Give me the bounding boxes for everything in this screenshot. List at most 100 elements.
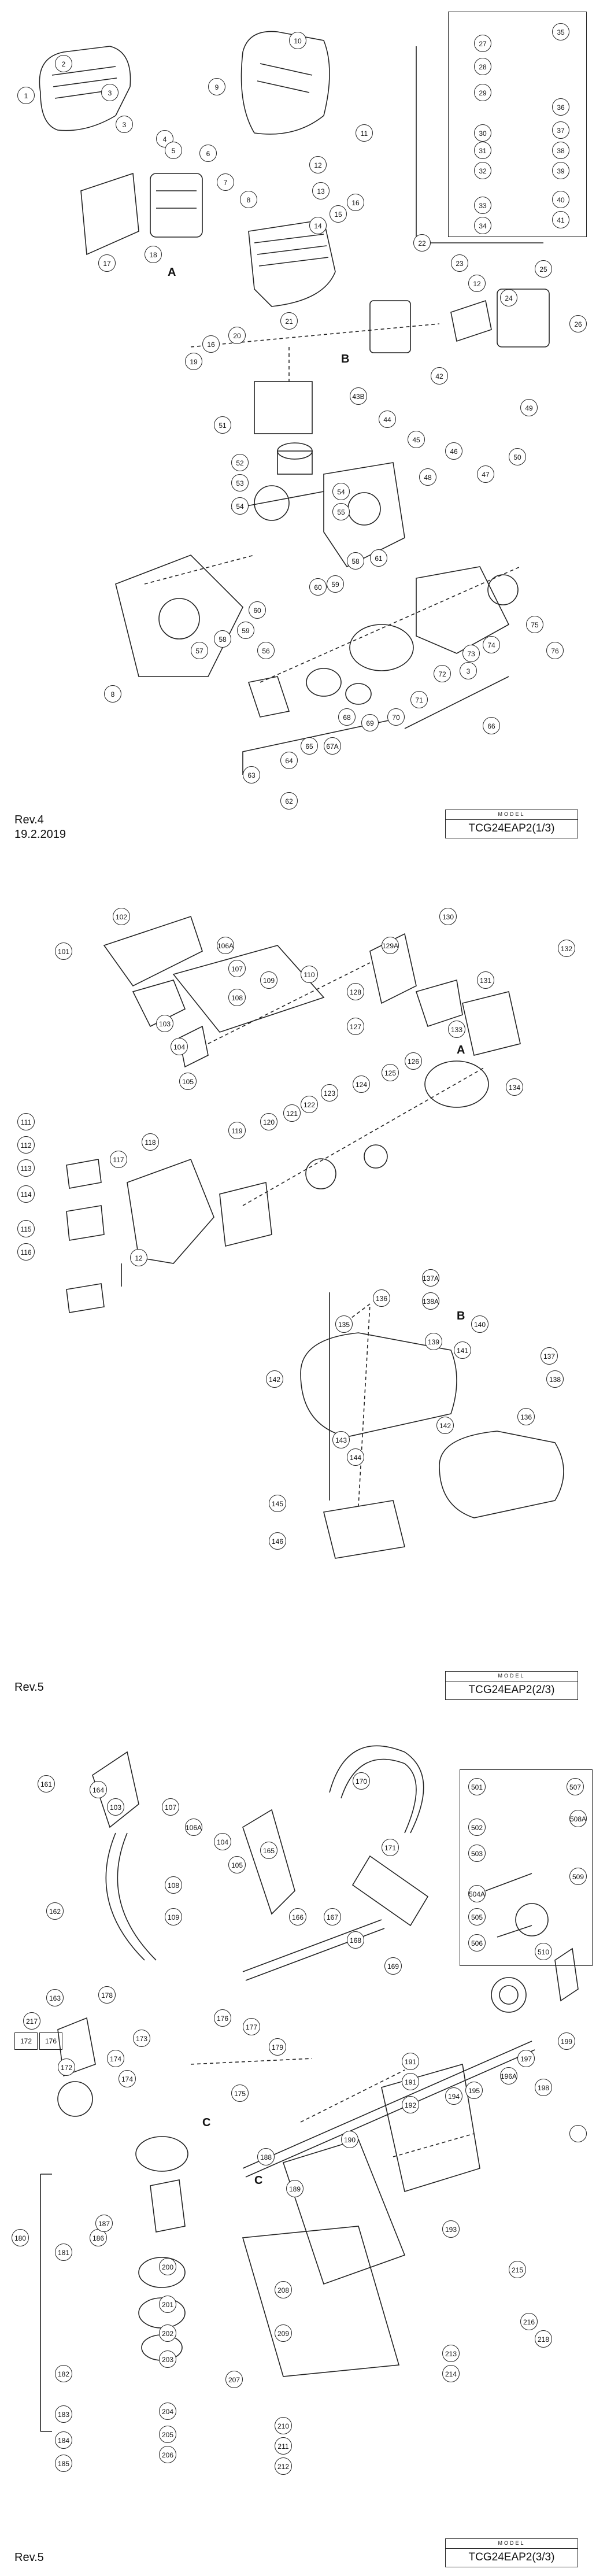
part-callout: 199 [558, 2032, 575, 2050]
part-callout: 63 [243, 766, 260, 783]
part-callout: 8 [240, 191, 257, 208]
part-callout: 108 [228, 989, 246, 1006]
part-callout: 198 [535, 2079, 552, 2096]
part-callout: 138A [422, 1292, 439, 1310]
part-callout: 119 [228, 1122, 246, 1139]
part-callout: 136 [373, 1289, 390, 1307]
part-callout: 133 [448, 1021, 465, 1038]
part-callout: 208 [275, 2281, 292, 2298]
part-callout: 114 [17, 1185, 35, 1203]
part-callout: 33 [474, 197, 491, 214]
part-callout: 174 [119, 2070, 136, 2087]
accessory-callout: 510 [535, 1943, 552, 1960]
accessory-callout: 503 [468, 1845, 486, 1862]
part-callout: 62 [280, 792, 298, 810]
exploded-diagram-handle-and-head [40, 1745, 579, 2432]
part-callout: 20 [228, 327, 246, 344]
part-callout: 163 [46, 1989, 64, 2006]
part-callout: 210 [275, 2417, 292, 2434]
part-callout: 105 [228, 1856, 246, 1873]
part-callout: 171 [382, 1839, 399, 1856]
part-callout: 15 [330, 205, 347, 223]
part-callout: 17 [98, 254, 116, 272]
part-callout: 8 [104, 685, 121, 703]
part-callout: 218 [535, 2330, 552, 2348]
part-callout: 6 [199, 145, 217, 162]
part-callout: 23 [451, 254, 468, 272]
part-callout: 192 [402, 2096, 419, 2113]
model-label: MODEL [498, 2540, 525, 2546]
accessory-callout: 505 [468, 1908, 486, 1925]
part-callout: 121 [283, 1104, 301, 1122]
part-callout: 170 [353, 1772, 370, 1790]
part-callout: 207 [225, 2371, 243, 2388]
accessory-callout: 501 [468, 1778, 486, 1795]
part-callout: 60 [249, 601, 266, 619]
reference-letter-b: B [341, 353, 350, 365]
reference-letter-a: A [168, 266, 176, 279]
part-callout: 127 [347, 1018, 364, 1035]
part-callout: 64 [280, 752, 298, 769]
part-callout: 45 [408, 431, 425, 448]
part-callout: 187 [95, 2215, 113, 2232]
part-callout: 178 [98, 1986, 116, 2004]
part-callout: 3 [116, 116, 133, 133]
part-callout: 34 [474, 217, 491, 234]
part-callout: 14 [309, 217, 327, 234]
part-callout: 122 [301, 1096, 318, 1113]
part-callout: 216 [520, 2313, 538, 2330]
part-callout: 123 [321, 1084, 338, 1102]
part-callout: 115 [17, 1220, 35, 1237]
title-block-divider [446, 819, 578, 820]
part-callout: 161 [38, 1775, 55, 1793]
part-callout: 162 [46, 1902, 64, 1920]
part-callout: 124 [353, 1076, 370, 1093]
part-callout: 55 [332, 503, 350, 520]
part-callout: 43B [350, 387, 367, 405]
part-callout: 126 [405, 1052, 422, 1070]
part-callout: 102 [113, 908, 130, 925]
part-callout: 172 [58, 2058, 75, 2076]
part-callout: 135 [335, 1315, 353, 1333]
part-callout: 143 [332, 1431, 350, 1448]
model-title-block: MODEL TCG24EAP2(2/3) [445, 1671, 578, 1700]
part-callout: 113 [17, 1159, 35, 1177]
part-callout: 61 [370, 549, 387, 567]
part-callout: 195 [465, 2082, 483, 2099]
part-callout: 2 [55, 55, 72, 72]
part-callout: 212 [275, 2457, 292, 2475]
part-callout: 181 [55, 2244, 72, 2261]
part-callout: 46 [445, 442, 462, 460]
part-callout: 209 [275, 2324, 292, 2342]
accessory-callout: 504A [468, 1885, 486, 1902]
part-callout: 164 [90, 1781, 107, 1798]
part-callout: 59 [327, 575, 344, 593]
part-callout: 40 [552, 191, 569, 208]
part-callout: 66 [483, 717, 500, 734]
part-callout: 117 [110, 1151, 127, 1168]
model-title-block: MODEL TCG24EAP2(1/3) [445, 810, 578, 838]
part-callout: 125 [382, 1064, 399, 1081]
part-callout: 107 [162, 1798, 179, 1816]
part-callout: 134 [506, 1078, 523, 1096]
part-callout: 136 [517, 1408, 535, 1425]
part-callout: 109 [260, 971, 277, 989]
part-callout: 165 [260, 1842, 277, 1859]
part-callout: 5 [165, 142, 182, 159]
part-callout: 39 [552, 162, 569, 179]
part-callout: 38 [552, 142, 569, 159]
part-callout: 203 [159, 2350, 176, 2368]
part-callout: 56 [257, 642, 275, 659]
part-callout: 205 [159, 2426, 176, 2443]
part-callout: 31 [474, 142, 491, 159]
part-callout: 71 [410, 691, 428, 708]
part-callout: 132 [558, 940, 575, 957]
revision-label: Rev.5 [14, 2551, 44, 2564]
part-callout: 185 [55, 2455, 72, 2472]
part-callout: 12 [468, 275, 486, 292]
part-callout: 3 [101, 84, 119, 101]
part-callout: 188 [257, 2148, 275, 2165]
part-callout: 106A [217, 937, 234, 954]
part-callout: 174 [107, 2050, 124, 2067]
part-callout: 128 [347, 983, 364, 1000]
